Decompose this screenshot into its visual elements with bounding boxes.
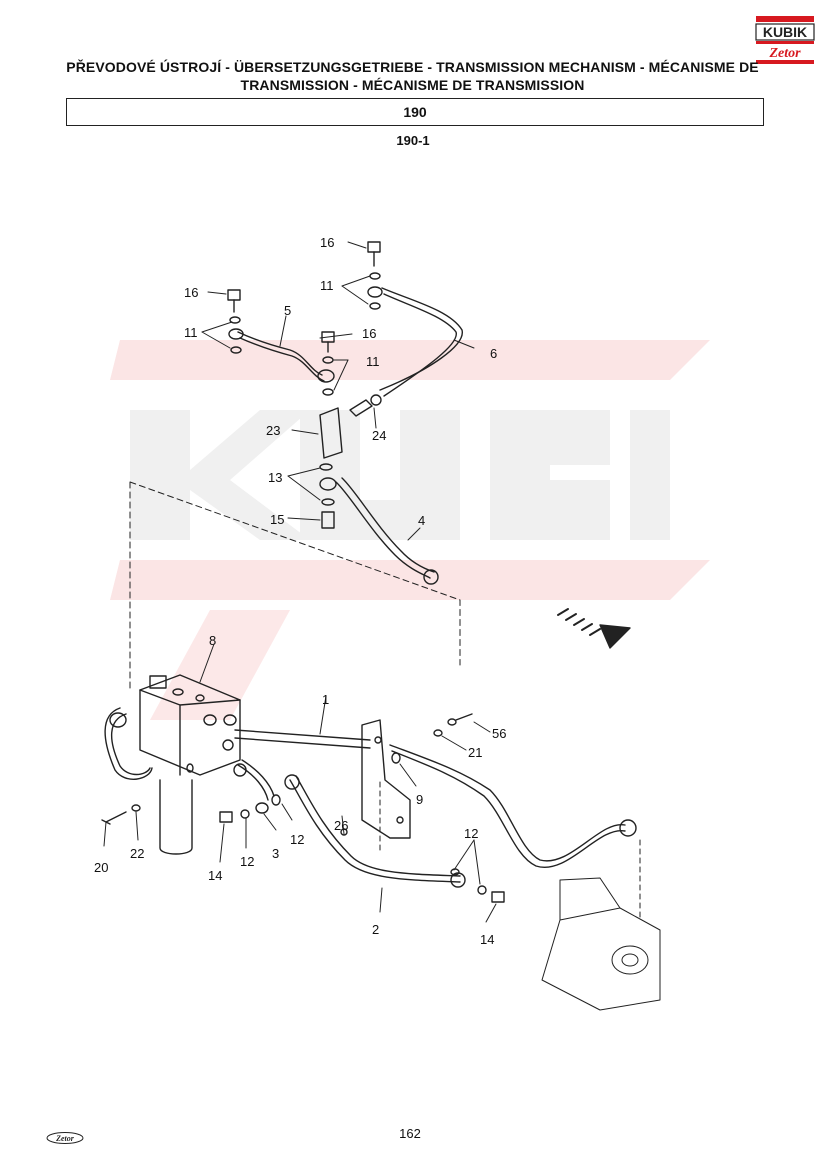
callout-11-left: 11 — [184, 325, 198, 340]
kubik-zetor-logo: KUBIK Zetor — [754, 14, 816, 66]
motor — [541, 877, 661, 1011]
callout-22: 22 — [130, 846, 144, 861]
callout-56: 56 — [492, 726, 506, 741]
section-number: 190 — [403, 104, 427, 120]
callout-11-mid: 11 — [366, 354, 380, 369]
callout-16-left: 16 — [184, 285, 198, 300]
footer-logo-text: Zetor — [55, 1134, 75, 1143]
pipe-4 — [335, 481, 431, 579]
callout-9: 9 — [416, 792, 423, 807]
pipe-2 — [289, 779, 461, 883]
section-number-box: 190 — [66, 98, 764, 126]
callout-21: 21 — [468, 745, 482, 760]
footer-zetor-logo: Zetor — [46, 1131, 84, 1144]
transmission-exploded-diagram: 16 16 16 11 11 11 5 6 23 24 13 15 4 8 1 … — [80, 220, 700, 1020]
callout-11-top: 11 — [320, 278, 334, 293]
bolt-14-left — [219, 811, 233, 823]
callout-20: 20 — [94, 860, 108, 875]
callout-5: 5 — [284, 303, 291, 318]
callout-12-left: 12 — [240, 854, 254, 869]
callout-1: 1 — [322, 692, 329, 707]
callout-8: 8 — [209, 633, 216, 648]
direction-arrow — [557, 608, 601, 636]
logo-brand-text: KUBIK — [763, 24, 807, 40]
kubik-watermark — [110, 340, 710, 720]
callout-14-right: 14 — [480, 932, 494, 947]
callout-6: 6 — [490, 346, 497, 361]
logo-zetor-text: Zetor — [768, 46, 801, 61]
callout-12-mid: 12 — [290, 832, 304, 847]
callout-24: 24 — [372, 428, 386, 443]
guide-dashed — [129, 481, 461, 691]
callout-2: 2 — [372, 922, 379, 937]
callout-23: 23 — [266, 423, 280, 438]
pipe-5 — [237, 331, 323, 376]
callout-14-left: 14 — [208, 868, 222, 883]
callout-16-top: 16 — [320, 235, 334, 250]
block-23 — [319, 407, 343, 459]
page-title: PŘEVODOVÉ ÚSTROJÍ - ÜBERSETZUNGSGETRIEBE… — [66, 59, 759, 93]
bolt-16-top — [367, 241, 381, 253]
callout-16-mid: 16 — [362, 326, 376, 341]
callout-3: 3 — [272, 846, 279, 861]
pipe-6 — [379, 287, 463, 391]
bolt-16-left — [227, 289, 241, 301]
rod-1 — [234, 729, 371, 749]
callout-15: 15 — [270, 512, 284, 527]
bolt-15 — [321, 511, 335, 529]
page-number: 162 — [399, 1126, 421, 1141]
subsection-number: 190-1 — [396, 133, 430, 148]
callout-12-right: 12 — [464, 826, 478, 841]
callout-26: 26 — [334, 818, 348, 833]
bracket-9 — [361, 719, 411, 839]
callout-13: 13 — [268, 470, 282, 485]
pipe-right — [389, 744, 626, 862]
callout-4: 4 — [418, 513, 425, 528]
valve-block-8 — [139, 674, 241, 855]
bolt-14-right — [491, 891, 505, 903]
